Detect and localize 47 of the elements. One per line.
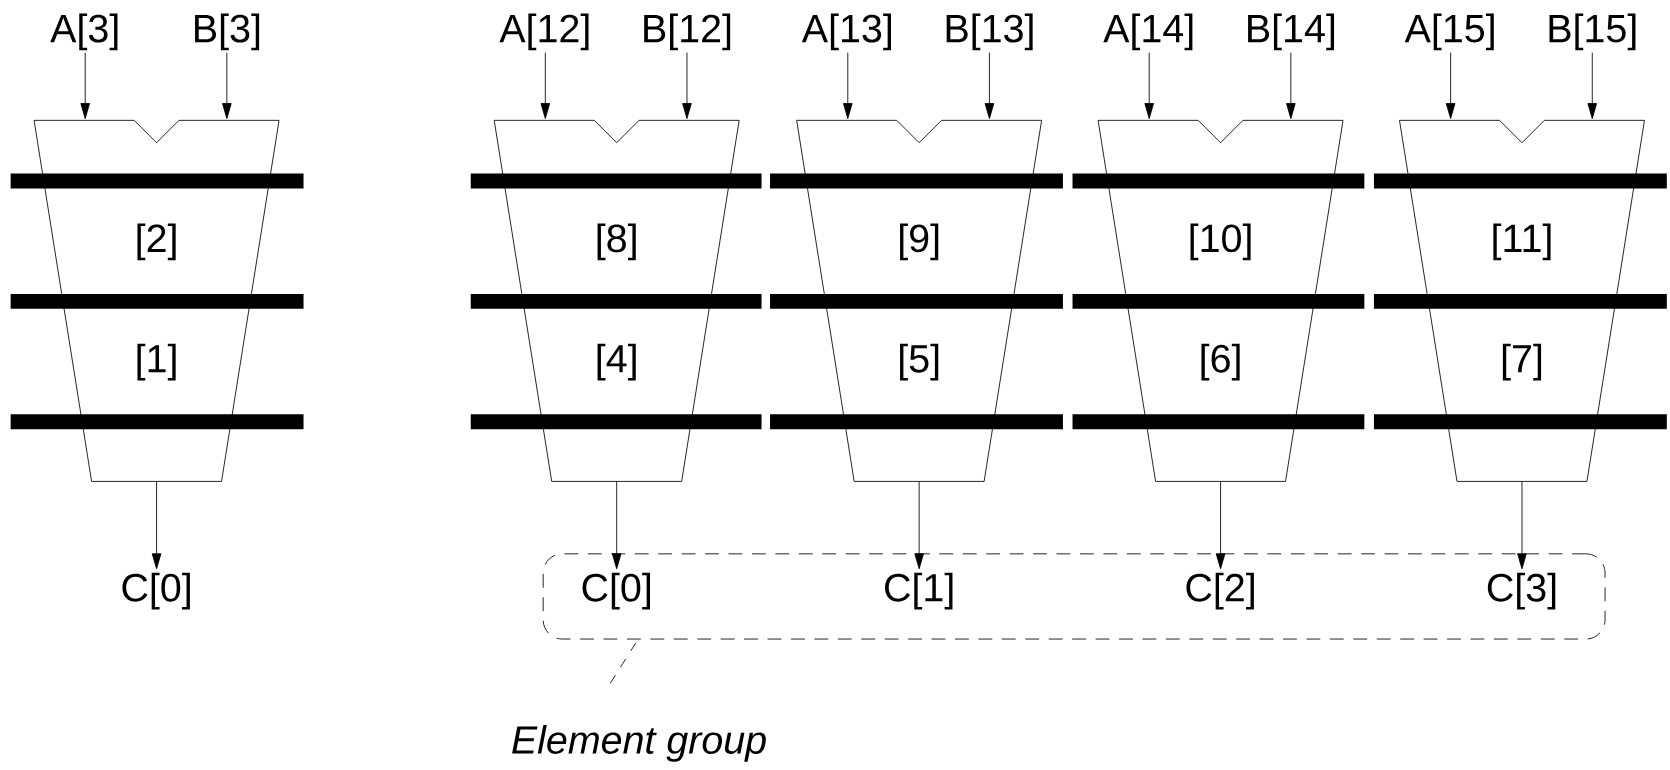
stage-label: [8] xyxy=(597,223,636,261)
arrow xyxy=(843,52,853,119)
signal-label: B[15] xyxy=(1549,13,1636,51)
stage-label: [11] xyxy=(1493,223,1551,261)
arrow xyxy=(80,52,90,119)
signal-label: C[2] xyxy=(1186,572,1254,610)
arrow xyxy=(984,52,995,119)
pipelined-unit-drawing xyxy=(1373,119,1667,482)
arrow xyxy=(540,52,551,119)
signal-label: C[0] xyxy=(582,572,650,610)
stage-label: [2] xyxy=(137,223,176,261)
stage-label: [7] xyxy=(1502,343,1542,381)
stage-label: [5] xyxy=(900,343,939,381)
arrow xyxy=(222,52,232,119)
signal-label: B[13] xyxy=(946,13,1033,51)
arrow xyxy=(1286,52,1296,119)
stage-label: [4] xyxy=(597,343,636,381)
pipelined-unit-drawing xyxy=(10,119,304,482)
caption-text: Element group xyxy=(512,725,766,762)
signal-label: A[3] xyxy=(50,13,118,51)
arrow xyxy=(914,481,924,570)
signal-label: A[12] xyxy=(499,13,589,51)
arrow xyxy=(1215,481,1226,570)
signal-label: B[3] xyxy=(195,13,260,51)
stage-label: [6] xyxy=(1201,343,1240,381)
signal-label: C[0] xyxy=(122,572,190,610)
pipelined-unit-drawing xyxy=(1072,119,1365,482)
arrow xyxy=(151,481,162,570)
arrow xyxy=(611,481,622,570)
arrow xyxy=(1517,481,1527,570)
stage-label: [1] xyxy=(137,343,176,381)
pipelined-unit-drawing xyxy=(770,119,1063,482)
signal-label: B[14] xyxy=(1248,13,1335,51)
signal-label: C[3] xyxy=(1487,572,1556,610)
element-group-box xyxy=(542,553,1606,640)
arrow xyxy=(1445,52,1456,119)
pipelined-unit-drawing xyxy=(470,119,762,482)
signal-label: B[12] xyxy=(644,13,731,51)
stage-label: [9] xyxy=(900,223,939,261)
signal-label: A[14] xyxy=(1103,13,1193,51)
arrow xyxy=(682,52,692,119)
arrow xyxy=(1144,52,1154,119)
stage-label: [10] xyxy=(1190,223,1251,261)
arrow xyxy=(1587,52,1598,119)
signal-label: A[15] xyxy=(1404,13,1494,51)
signal-label: A[13] xyxy=(801,13,891,51)
signal-label: C[1] xyxy=(885,572,953,610)
